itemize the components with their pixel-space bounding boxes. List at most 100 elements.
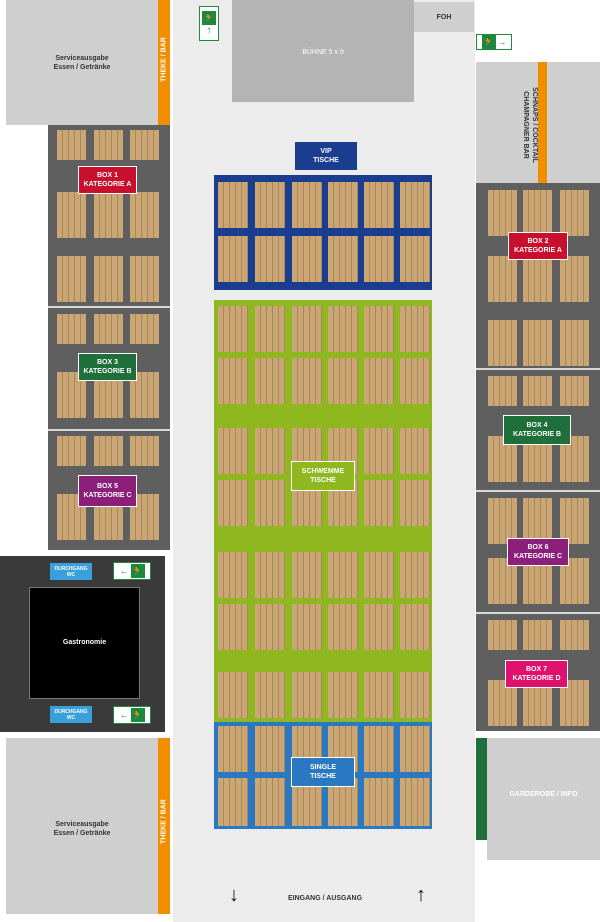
box-table[interactable] xyxy=(94,314,123,344)
box1-label[interactable]: BOX 1 KATEGORIE A xyxy=(78,166,137,194)
schwemme-table[interactable] xyxy=(400,306,430,352)
schwemme-table[interactable] xyxy=(400,480,430,526)
box-table[interactable] xyxy=(57,192,86,238)
box-table[interactable] xyxy=(560,498,589,544)
box-table[interactable] xyxy=(130,256,159,302)
schwemme-table[interactable] xyxy=(255,480,285,526)
schwemme-table[interactable] xyxy=(292,552,322,598)
box-table[interactable] xyxy=(57,130,86,160)
schwemme-table[interactable] xyxy=(364,480,394,526)
schwemme-table[interactable] xyxy=(255,306,285,352)
schwemme-table[interactable] xyxy=(328,552,358,598)
box-table[interactable] xyxy=(560,376,589,406)
box-table[interactable] xyxy=(94,130,123,160)
single-table[interactable] xyxy=(364,778,394,826)
schwemme-table[interactable] xyxy=(364,428,394,474)
vip-table[interactable] xyxy=(218,182,248,228)
schwemme-table[interactable] xyxy=(218,428,248,474)
box3-label[interactable]: BOX 3 KATEGORIE B xyxy=(78,353,137,381)
schwemme-table[interactable] xyxy=(364,672,394,718)
schwemme-table[interactable] xyxy=(218,358,248,404)
vip-table[interactable] xyxy=(328,182,358,228)
schwemme-table[interactable] xyxy=(400,604,430,650)
box-table[interactable] xyxy=(560,620,589,650)
vip-table[interactable] xyxy=(400,236,430,282)
box5-label[interactable]: BOX 5 KATEGORIE C xyxy=(78,475,137,507)
single-table[interactable] xyxy=(218,778,248,826)
vip-table[interactable] xyxy=(364,236,394,282)
box-table[interactable] xyxy=(488,256,517,302)
durchgang-wc-top[interactable]: DURCHGANG WC xyxy=(50,563,92,580)
schwemme-table[interactable] xyxy=(364,306,394,352)
box-table[interactable] xyxy=(560,320,589,366)
vip-table[interactable] xyxy=(328,236,358,282)
schwemme-table[interactable] xyxy=(292,604,322,650)
box-table[interactable] xyxy=(488,620,517,650)
box-table[interactable] xyxy=(94,256,123,302)
box2-label[interactable]: BOX 2 KATEGORIE A xyxy=(508,232,568,260)
schwemme-table[interactable] xyxy=(292,306,322,352)
box-table[interactable] xyxy=(57,314,86,344)
box-table[interactable] xyxy=(94,436,123,466)
schwemme-table[interactable] xyxy=(218,552,248,598)
vip-table[interactable] xyxy=(292,182,322,228)
box-table[interactable] xyxy=(488,320,517,366)
box-table[interactable] xyxy=(523,320,552,366)
schwemme-table[interactable] xyxy=(218,672,248,718)
vip-table[interactable] xyxy=(364,182,394,228)
box-table[interactable] xyxy=(57,436,86,466)
box-table[interactable] xyxy=(488,190,517,236)
schwemme-table[interactable] xyxy=(364,552,394,598)
schwemme-table[interactable] xyxy=(400,552,430,598)
box7-label[interactable]: BOX 7 KATEGORIE D xyxy=(505,660,568,688)
single-table[interactable] xyxy=(255,778,285,826)
schwemme-table[interactable] xyxy=(364,358,394,404)
box-table[interactable] xyxy=(488,498,517,544)
box-table[interactable] xyxy=(130,192,159,238)
schwemme-table[interactable] xyxy=(255,358,285,404)
schwemme-table[interactable] xyxy=(218,480,248,526)
box-table[interactable] xyxy=(523,256,552,302)
box4-label[interactable]: BOX 4 KATEGORIE B xyxy=(503,415,571,445)
schwemme-table[interactable] xyxy=(255,604,285,650)
durchgang-wc-bottom[interactable]: DURCHGANG WC xyxy=(50,706,92,723)
schwemme-table[interactable] xyxy=(328,672,358,718)
box6-label[interactable]: BOX 6 KATEGORIE C xyxy=(507,538,569,566)
schwemme-label[interactable]: SCHWEMME TISCHE xyxy=(291,461,355,491)
schwemme-table[interactable] xyxy=(255,672,285,718)
vip-table[interactable] xyxy=(292,236,322,282)
schwemme-table[interactable] xyxy=(364,604,394,650)
schwemme-table[interactable] xyxy=(328,306,358,352)
schwemme-table[interactable] xyxy=(400,428,430,474)
single-label[interactable]: SINGLE TISCHE xyxy=(291,757,355,787)
schwemme-table[interactable] xyxy=(292,672,322,718)
schwemme-table[interactable] xyxy=(328,358,358,404)
single-table[interactable] xyxy=(218,726,248,772)
box-table[interactable] xyxy=(57,256,86,302)
schwemme-table[interactable] xyxy=(218,604,248,650)
box-table[interactable] xyxy=(560,256,589,302)
box-table[interactable] xyxy=(523,620,552,650)
single-table[interactable] xyxy=(255,726,285,772)
box-table[interactable] xyxy=(523,190,552,236)
box-table[interactable] xyxy=(94,192,123,238)
vip-table[interactable] xyxy=(255,236,285,282)
single-table[interactable] xyxy=(400,726,430,772)
schwemme-table[interactable] xyxy=(255,428,285,474)
schwemme-table[interactable] xyxy=(328,604,358,650)
vip-table[interactable] xyxy=(218,236,248,282)
schwemme-table[interactable] xyxy=(218,306,248,352)
schwemme-table[interactable] xyxy=(292,358,322,404)
box-table[interactable] xyxy=(523,376,552,406)
schwemme-table[interactable] xyxy=(400,672,430,718)
box-table[interactable] xyxy=(130,314,159,344)
box-table[interactable] xyxy=(130,130,159,160)
box-table[interactable] xyxy=(560,190,589,236)
vip-label[interactable]: VIP TISCHE xyxy=(295,142,357,170)
box-table[interactable] xyxy=(488,376,517,406)
single-table[interactable] xyxy=(364,726,394,772)
single-table[interactable] xyxy=(400,778,430,826)
vip-table[interactable] xyxy=(400,182,430,228)
box-table[interactable] xyxy=(130,436,159,466)
box-table[interactable] xyxy=(523,498,552,544)
